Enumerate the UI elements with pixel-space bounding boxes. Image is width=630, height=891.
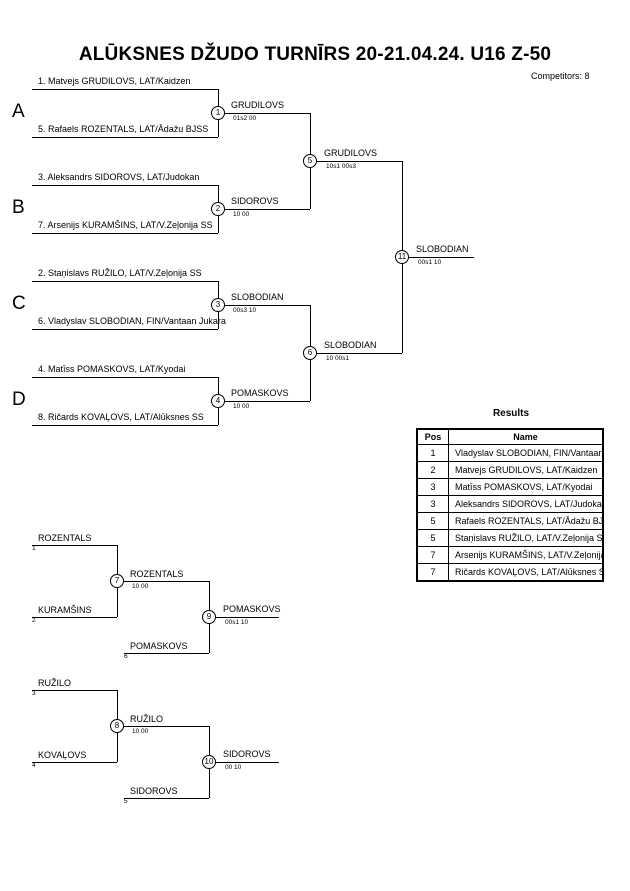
result-name: Matīss POMASKOVS, LAT/Kyodai (448, 478, 604, 496)
match-node-7: 7 (110, 574, 124, 588)
match-node-4: 4 (211, 394, 225, 408)
result-name: Ričards KOVAĻOVS, LAT/Alūksnes SS (448, 563, 604, 582)
table-row: 2 Matvejs GRUDILOVS, LAT/Kaidzen (416, 461, 604, 479)
match-3-score: 00s3 10 (233, 307, 257, 314)
rep-entry-index: 1 (32, 545, 36, 552)
rep-entry-index: 3 (32, 690, 36, 697)
entry-8: 8. Ričards KOVAĻOVS, LAT/Alūksnes SS (38, 412, 204, 422)
table-row: 7 Ričards KOVAĻOVS, LAT/Alūksnes SS (416, 563, 604, 582)
match-node-9: 9 (202, 610, 216, 624)
result-pos: 2 (416, 461, 449, 479)
match-6-winner: SLOBODIAN (324, 340, 377, 350)
results-col-pos: Pos (416, 428, 449, 445)
match-node-2: 2 (211, 202, 225, 216)
match-8-score: 10 00 (132, 728, 149, 735)
table-row: 5 Staņislavs RUŽILO, LAT/V.Zeļonija SS (416, 529, 604, 547)
results-header-row: Pos Name (416, 428, 604, 445)
pool-label-c: C (12, 293, 26, 314)
result-pos: 1 (416, 444, 449, 462)
rep-entry-index: 6 (124, 653, 128, 660)
match-7-winner: ROZENTALS (130, 569, 184, 579)
final-score: 00s1 10 (418, 259, 442, 266)
pool-label-b: B (12, 197, 25, 218)
match-node-5: 5 (303, 154, 317, 168)
match-node-8: 8 (110, 719, 124, 733)
match-1-winner: GRUDILOVS (231, 100, 285, 110)
table-row: 7 Arsenijs KURAMŠINS, LAT/V.Zeļonija SS (416, 546, 604, 564)
result-name: Aleksandrs SIDOROVS, LAT/Judokan (448, 495, 604, 513)
rep-entry-index: 5 (124, 798, 128, 805)
results-col-name: Name (448, 428, 604, 445)
match-1-score: 01s2 00 (233, 115, 257, 122)
match-node-11: 11 (395, 250, 409, 264)
match-2-score: 10 00 (233, 211, 250, 218)
rep-entry-index: 2 (32, 617, 36, 624)
match-node-6: 6 (303, 346, 317, 360)
rep-entry-pomaskovs: POMASKOVS (130, 641, 188, 651)
result-pos: 5 (416, 512, 449, 530)
match-10-score: 00 10 (225, 764, 242, 771)
match-10-winner: SIDOROVS (223, 749, 271, 759)
match-9-winner: POMASKOVS (223, 604, 281, 614)
result-pos: 7 (416, 563, 449, 582)
match-2-winner: SIDOROVS (231, 196, 279, 206)
result-pos: 3 (416, 478, 449, 496)
rep-entry-kovalovs: KOVAĻOVS (38, 750, 87, 760)
match-3-winner: SLOBODIAN (231, 292, 284, 302)
rep-entry-kuramsins: KURAMŠINS (38, 605, 92, 615)
entry-2: 2. Staņislavs RUŽILO, LAT/V.Zeļonija SS (38, 268, 202, 278)
entry-1: 1. Matvejs GRUDILOVS, LAT/Kaidzen (38, 76, 191, 86)
result-pos: 5 (416, 529, 449, 547)
result-name: Staņislavs RUŽILO, LAT/V.Zeļonija SS (448, 529, 604, 547)
entry-3: 3. Aleksandrs SIDOROVS, LAT/Judokan (38, 172, 200, 182)
match-7-score: 10 00 (132, 583, 149, 590)
result-pos: 3 (416, 495, 449, 513)
result-pos: 7 (416, 546, 449, 564)
entry-5: 5. Rafaels ROZENTALS, LAT/Ādažu BJSS (38, 124, 209, 134)
match-4-score: 10 00 (233, 403, 250, 410)
result-name: Arsenijs KURAMŠINS, LAT/V.Zeļonija SS (448, 546, 604, 564)
match-node-3: 3 (211, 298, 225, 312)
entry-4: 4. Matīss POMASKOVS, LAT/Kyodai (38, 364, 186, 374)
entry-6: 6. Vladyslav SLOBODIAN, FIN/Vantaan Juka… (38, 316, 226, 326)
competitors-count: Competitors: 8 (531, 71, 590, 81)
result-name: Rafaels ROZENTALS, LAT/Ādažu BJSS (448, 512, 604, 530)
rep-entry-rozentals: ROZENTALS (38, 533, 92, 543)
table-row: 3 Aleksandrs SIDOROVS, LAT/Judokan (416, 495, 604, 513)
pool-label-a: A (12, 101, 25, 122)
match-8-winner: RUŽILO (130, 714, 164, 724)
result-name: Matvejs GRUDILOVS, LAT/Kaidzen (448, 461, 604, 479)
table-row: 1 Vladyslav SLOBODIAN, FIN/Vantaan Jukar… (416, 444, 604, 462)
match-5-score: 10s1 00s3 (326, 163, 356, 170)
final-winner: SLOBODIAN (416, 244, 469, 254)
results-title: Results (492, 408, 530, 419)
table-row: 5 Rafaels ROZENTALS, LAT/Ādažu BJSS (416, 512, 604, 530)
entry-7: 7. Arsenijs KURAMŠINS, LAT/V.Zeļonija SS (38, 220, 213, 230)
page-title: ALŪKSNES DŽUDO TURNĪRS 20-21.04.24. U16 … (78, 44, 552, 65)
result-name: Vladyslav SLOBODIAN, FIN/Vantaan Jukara (448, 444, 604, 462)
match-node-10: 10 (202, 755, 216, 769)
match-4-winner: POMASKOVS (231, 388, 289, 398)
rep-entry-sidorovs: SIDOROVS (130, 786, 178, 796)
rep-entry-ruzilo: RUŽILO (38, 678, 72, 688)
results-table: Pos Name 1 Vladyslav SLOBODIAN, FIN/Vant… (416, 428, 604, 582)
match-5-winner: GRUDILOVS (324, 148, 378, 158)
pool-label-d: D (12, 389, 26, 410)
match-node-1: 1 (211, 106, 225, 120)
table-row: 3 Matīss POMASKOVS, LAT/Kyodai (416, 478, 604, 496)
match-9-score: 00s1 10 (225, 619, 249, 626)
rep-entry-index: 4 (32, 762, 36, 769)
match-6-score: 10 00s1 (326, 355, 350, 362)
